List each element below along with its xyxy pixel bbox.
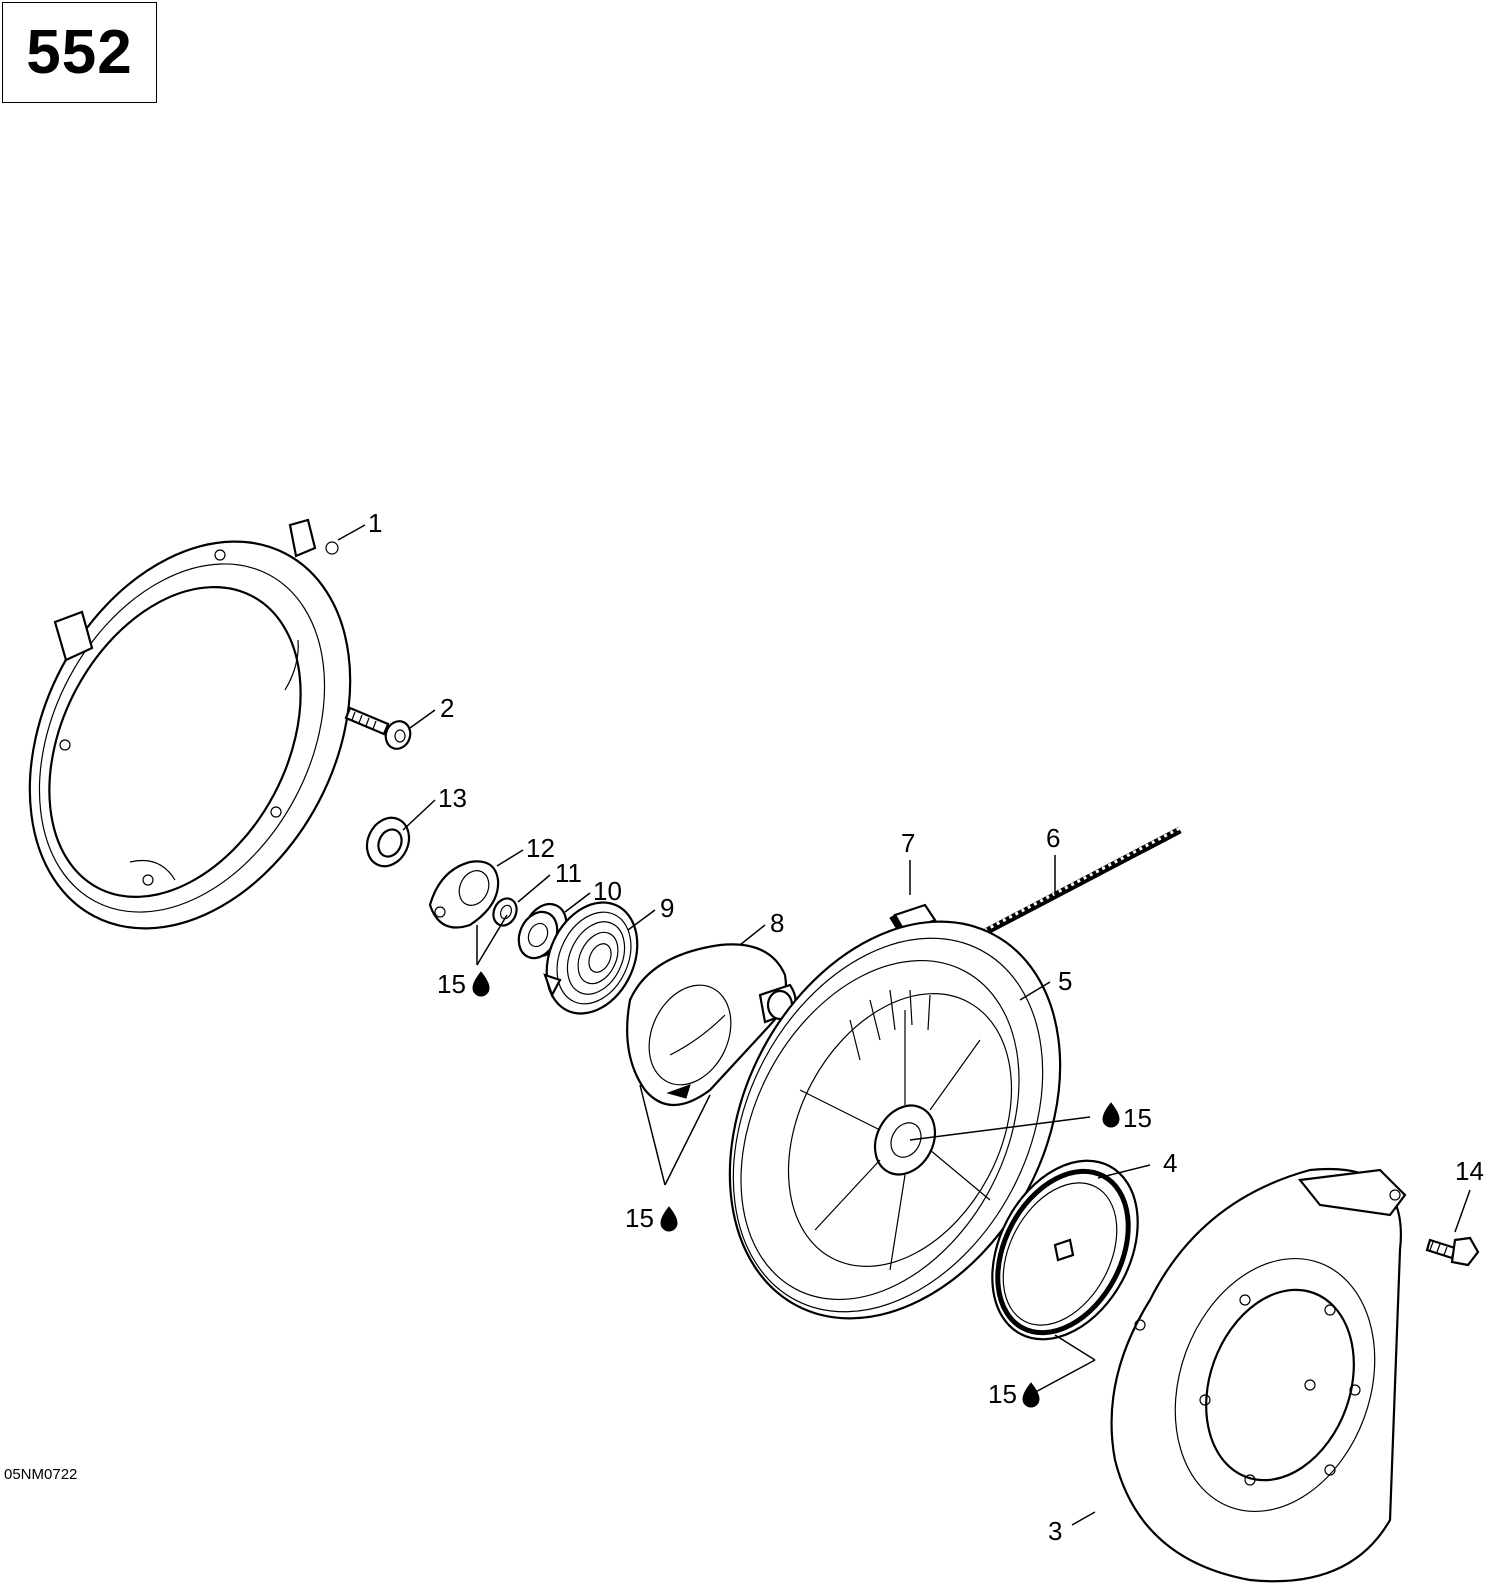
part-6-rope [968, 825, 1183, 944]
figure-reference: 05NM0722 [4, 1466, 78, 1483]
part-1-housing-ring [28, 518, 352, 930]
label-14: 14 [1455, 1156, 1484, 1186]
label-12: 12 [526, 833, 555, 863]
page-number-box: 552 [2, 2, 157, 103]
label-5: 5 [1058, 966, 1072, 996]
label-8: 8 [770, 908, 784, 938]
part-13-lock-washer [365, 816, 411, 868]
part-2-bolt [344, 706, 412, 750]
label-15-c: 15 [625, 1203, 654, 1233]
label-13: 13 [438, 783, 467, 813]
oil-drop-icon [1102, 1102, 1120, 1128]
label-15-a: 15 [437, 969, 466, 999]
label-9: 9 [660, 893, 674, 923]
part-labels: 1 2 3 4 5 6 7 8 9 10 11 12 13 14 15 15 1… [368, 508, 1484, 1546]
part-5-pulley [728, 920, 1062, 1320]
part-14-screw [1425, 1236, 1480, 1267]
page-number: 552 [26, 18, 133, 87]
label-11: 11 [555, 858, 582, 888]
part-9-spring-cassette [543, 901, 639, 1015]
label-6: 6 [1046, 823, 1060, 853]
oil-drop-icon [472, 971, 490, 997]
part-11-washer [492, 897, 518, 927]
lubricant-icons [472, 971, 1120, 1408]
part-10-bushing [517, 903, 568, 960]
oil-drop-icon [660, 1206, 678, 1232]
oil-drop-icon [1022, 1382, 1040, 1408]
label-1: 1 [368, 508, 382, 538]
label-2: 2 [440, 693, 454, 723]
leader-lines [337, 524, 1471, 1526]
label-4: 4 [1163, 1148, 1177, 1178]
part-12-plate [428, 860, 500, 929]
label-3: 3 [1048, 1516, 1062, 1546]
label-15-b: 15 [1123, 1103, 1152, 1133]
label-10: 10 [593, 876, 622, 906]
part-3-starter-cover [1110, 1167, 1407, 1583]
label-7: 7 [901, 828, 915, 858]
part-8-cam-plate [626, 943, 797, 1107]
label-15-d: 15 [988, 1379, 1017, 1409]
